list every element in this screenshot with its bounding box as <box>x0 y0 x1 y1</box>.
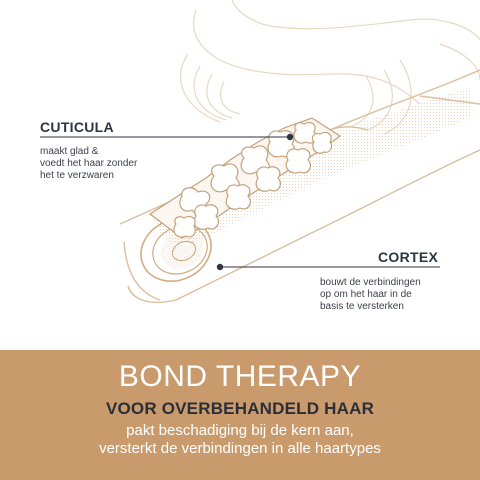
hair-strand-illustration <box>40 0 480 304</box>
cuticula-title: CUTICULA <box>40 119 114 135</box>
banner-description-line: pakt beschadiging bij de kern aan, <box>126 422 354 439</box>
cuticle-scales <box>148 117 342 239</box>
skin-layers <box>179 0 480 135</box>
cortex-description: bouwt de verbindingen op om het haar in … <box>320 277 421 312</box>
banner-subtitle: VOOR OVERBEHANDELD HAAR <box>105 399 375 418</box>
hair-shaft <box>119 69 480 304</box>
banner-title: BOND THERAPY <box>118 360 362 393</box>
cortex-pointer <box>216 263 440 271</box>
cuticula-pointer <box>40 133 294 141</box>
banner-description-line: versterkt de verbindingen in alle haarty… <box>99 440 381 457</box>
product-banner: BOND THERAPY VOOR OVERBEHANDELD HAAR pak… <box>0 350 480 480</box>
cortex-title: CORTEX <box>378 249 439 265</box>
cuticula-description: maakt glad & voedt het haar zonder het t… <box>40 146 138 181</box>
